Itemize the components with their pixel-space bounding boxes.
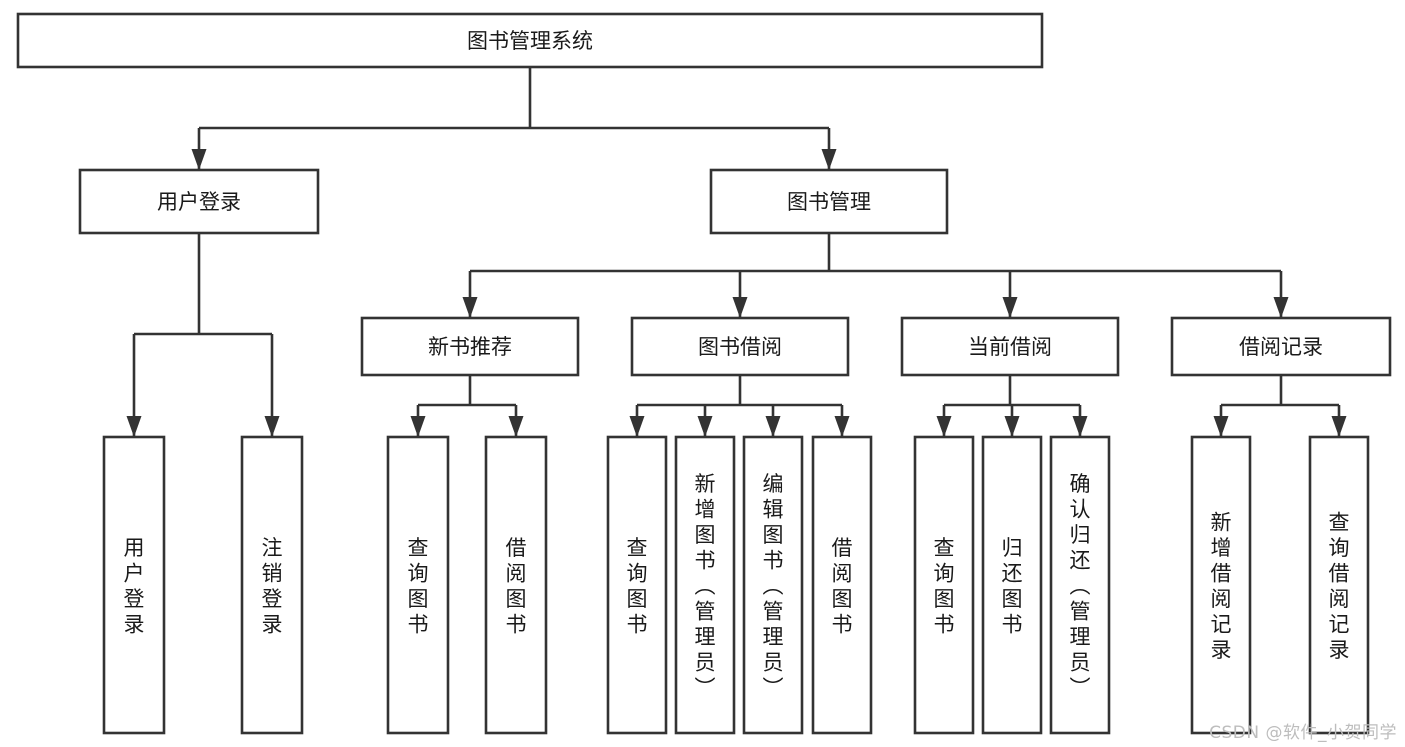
arrow-head: [1331, 416, 1347, 437]
node-leaf-edit-book[interactable]: 编辑图书︵管理员︶: [742, 435, 804, 735]
node-leaf-add-record[interactable]: 新增借阅记录: [1190, 435, 1252, 735]
node-label: 借阅图书: [506, 536, 527, 637]
node-label: 图书管理: [787, 190, 871, 214]
arrow-head: [629, 416, 645, 437]
node-leaf-query-book-2[interactable]: 查询图书: [606, 435, 668, 735]
arrow-head: [834, 416, 850, 437]
node-box[interactable]: [913, 435, 975, 735]
node-box[interactable]: [630, 316, 850, 377]
node-box[interactable]: [240, 435, 304, 735]
node-leaf-user-login[interactable]: 用户登录: [102, 435, 166, 735]
arrow-head: [936, 416, 952, 437]
arrow-head: [264, 416, 280, 437]
node-label: 查询图书: [408, 536, 429, 637]
arrow-head: [765, 416, 781, 437]
connectors-layer: [126, 67, 1347, 437]
node-box[interactable]: [484, 435, 548, 735]
node-new-book-recommend[interactable]: 新书推荐: [360, 316, 580, 377]
node-borrow-record[interactable]: 借阅记录: [1170, 316, 1392, 377]
connector-recommend-to-leaves: [410, 375, 524, 437]
node-box[interactable]: [674, 435, 736, 735]
arrow-head: [1004, 416, 1020, 437]
arrow-head: [732, 297, 748, 318]
connector-current-to-leaves: [936, 375, 1088, 437]
arrow-head: [126, 416, 142, 437]
node-label: 查询图书: [934, 536, 955, 637]
connector-borrow-to-leaves: [629, 375, 850, 437]
node-box[interactable]: [1190, 435, 1252, 735]
node-leaf-borrow-book-1[interactable]: 借阅图书: [484, 435, 548, 735]
node-box[interactable]: [742, 435, 804, 735]
arrow-head: [410, 416, 426, 437]
node-label: 图书借阅: [698, 335, 782, 359]
node-label: 借阅图书: [832, 536, 853, 637]
node-label: 新增借阅记录: [1211, 510, 1232, 662]
node-box[interactable]: [360, 316, 580, 377]
arrow-head: [1002, 297, 1018, 318]
node-leaf-add-book[interactable]: 新增图书︵管理员︶: [674, 435, 736, 735]
node-label: 注销登录: [262, 536, 283, 637]
arrow-head: [697, 416, 713, 437]
node-label: 确认归还︵管理员︶: [1070, 472, 1091, 700]
node-label: 新书推荐: [428, 335, 512, 359]
arrow-head: [191, 149, 207, 170]
arrow-head: [1273, 297, 1289, 318]
node-box[interactable]: [1170, 316, 1392, 377]
arrow-head: [462, 297, 478, 318]
connector-record-to-leaves: [1213, 375, 1347, 437]
node-leaf-query-record[interactable]: 查询借阅记录: [1308, 435, 1370, 735]
node-label: 借阅记录: [1239, 335, 1323, 359]
connector-book-manage-to-level3: [462, 233, 1289, 318]
node-user-login[interactable]: 用户登录: [78, 168, 320, 235]
node-box[interactable]: [16, 12, 1044, 69]
node-label: 查询图书: [627, 536, 648, 637]
node-leaf-logout[interactable]: 注销登录: [240, 435, 304, 735]
node-label: 查询借阅记录: [1329, 510, 1350, 662]
node-box[interactable]: [1049, 435, 1111, 735]
node-label: 编辑图书︵管理员︶: [763, 472, 784, 700]
arrow-head: [1072, 416, 1088, 437]
node-box[interactable]: [900, 316, 1120, 377]
node-box[interactable]: [102, 435, 166, 735]
node-leaf-query-book-1[interactable]: 查询图书: [386, 435, 450, 735]
node-box[interactable]: [606, 435, 668, 735]
arrow-head: [508, 416, 524, 437]
connector-user-login-to-leaves: [126, 233, 280, 437]
node-box[interactable]: [1308, 435, 1370, 735]
node-current-borrow[interactable]: 当前借阅: [900, 316, 1120, 377]
node-book-borrow[interactable]: 图书借阅: [630, 316, 850, 377]
node-label: 归还图书: [1002, 536, 1023, 637]
node-book-manage[interactable]: 图书管理: [709, 168, 949, 235]
node-leaf-return-book[interactable]: 归还图书: [981, 435, 1043, 735]
node-label: 当前借阅: [968, 335, 1052, 359]
node-box[interactable]: [78, 168, 320, 235]
nodes-layer: 图书管理系统用户登录图书管理新书推荐图书借阅当前借阅借阅记录用户登录注销登录查询…: [16, 12, 1392, 735]
node-box[interactable]: [811, 435, 873, 735]
node-box[interactable]: [709, 168, 949, 235]
node-label: 图书管理系统: [467, 29, 593, 53]
arrow-head: [1213, 416, 1229, 437]
node-leaf-query-book-3[interactable]: 查询图书: [913, 435, 975, 735]
node-label: 用户登录: [157, 190, 241, 214]
node-label: 新增图书︵管理员︶: [695, 472, 716, 700]
node-box[interactable]: [981, 435, 1043, 735]
node-leaf-borrow-book-2[interactable]: 借阅图书: [811, 435, 873, 735]
connector-root-to-level2: [191, 67, 837, 170]
node-box[interactable]: [386, 435, 450, 735]
node-root[interactable]: 图书管理系统: [16, 12, 1044, 69]
node-leaf-confirm-return[interactable]: 确认归还︵管理员︶: [1049, 435, 1111, 735]
arrow-head: [821, 149, 837, 170]
node-label: 用户登录: [124, 536, 145, 637]
